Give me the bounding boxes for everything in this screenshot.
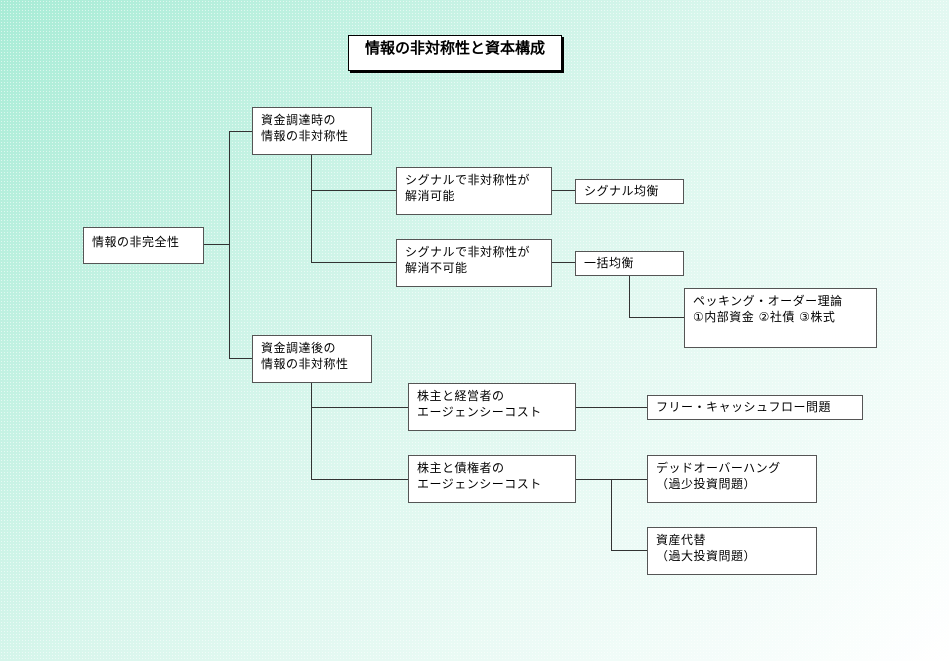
node-asymmetry-at-financing: 資金調達時の 情報の非対称性	[252, 107, 372, 155]
node-signaling-equilibrium: シグナル均衡	[575, 179, 684, 204]
connector	[229, 131, 230, 359]
node-pecking-order-theory: ペッキング・オーダー理論 ①内部資金 ②社債 ③株式	[684, 288, 877, 348]
node-label: （過大投資問題）	[656, 549, 757, 563]
node-label: シグナルで非対称性が	[405, 245, 531, 259]
node-asymmetry-after-financing: 資金調達後の 情報の非対称性	[252, 335, 372, 383]
connector	[229, 131, 252, 132]
diagram-title: 情報の非対称性と資本構成	[348, 35, 562, 71]
node-agency-cost-bondholder: 株主と債権者の エージェンシーコスト	[408, 455, 576, 503]
node-label: 情報の非対称性	[261, 129, 349, 143]
connector	[229, 358, 252, 359]
connector	[629, 275, 630, 318]
node-label: 資金調達時の	[261, 113, 337, 127]
node-label: 株主と債権者の	[417, 461, 505, 475]
node-debt-overhang: デッドオーバーハング （過少投資問題）	[647, 455, 817, 503]
node-label: エージェンシーコスト	[417, 405, 542, 419]
node-label: 株主と経営者の	[417, 389, 505, 403]
node-label: 情報の非完全性	[92, 235, 180, 249]
connector	[629, 317, 684, 318]
node-label: （過少投資問題）	[656, 477, 757, 491]
connector	[311, 479, 408, 480]
node-signal-resolvable: シグナルで非対称性が 解消可能	[396, 167, 552, 215]
node-free-cash-flow-problem: フリー・キャッシュフロー問題	[647, 395, 863, 420]
connector	[611, 479, 612, 551]
node-label: 一括均衡	[584, 256, 635, 270]
node-label: フリー・キャッシュフロー問題	[656, 400, 832, 414]
connector	[311, 262, 396, 263]
connector	[203, 244, 230, 245]
connector	[311, 382, 312, 480]
node-label: ①内部資金 ②社債 ③株式	[693, 310, 836, 324]
connector	[311, 190, 396, 191]
connector	[311, 154, 312, 263]
connector	[611, 550, 648, 551]
node-agency-cost-manager: 株主と経営者の エージェンシーコスト	[408, 383, 576, 431]
node-label: 情報の非対称性	[261, 357, 349, 371]
node-label: 資金調達後の	[261, 341, 337, 355]
node-label: シグナルで非対称性が	[405, 173, 531, 187]
connector	[311, 407, 408, 408]
node-label: 解消不可能	[405, 261, 468, 275]
node-label: 資産代替	[656, 533, 707, 547]
connector	[551, 262, 575, 263]
connector	[575, 407, 647, 408]
node-label: ペッキング・オーダー理論	[693, 294, 843, 308]
node-label: デッドオーバーハング	[656, 461, 781, 475]
node-signal-not-resolvable: シグナルで非対称性が 解消不可能	[396, 239, 552, 287]
node-imperfect-information: 情報の非完全性	[83, 227, 204, 264]
connector	[551, 190, 575, 191]
node-label: エージェンシーコスト	[417, 477, 542, 491]
node-asset-substitution: 資産代替 （過大投資問題）	[647, 527, 817, 575]
node-label: 解消可能	[405, 189, 456, 203]
node-label: シグナル均衡	[584, 184, 660, 198]
node-pooling-equilibrium: 一括均衡	[575, 251, 684, 276]
